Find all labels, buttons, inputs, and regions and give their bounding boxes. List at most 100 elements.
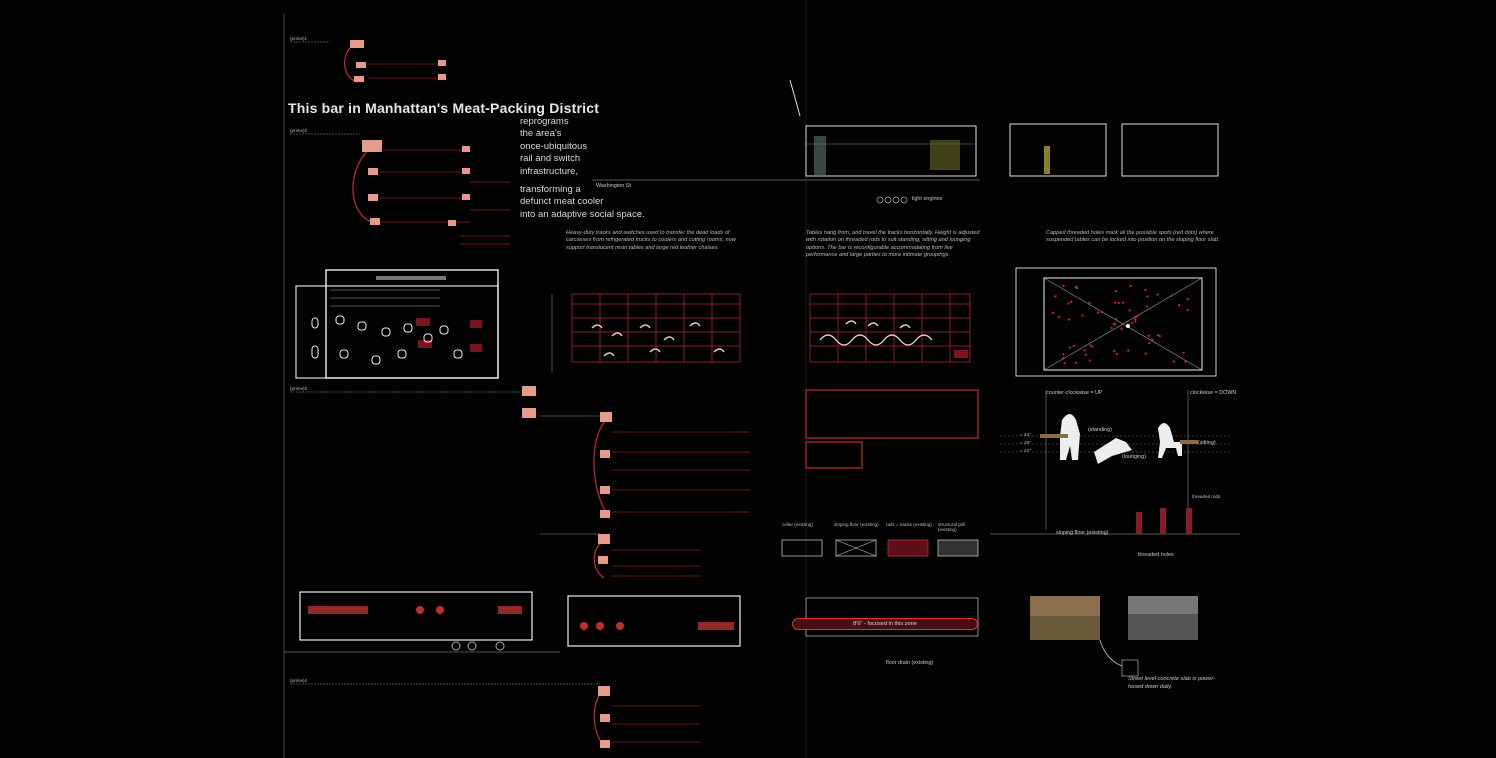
red-dot <box>1136 315 1139 318</box>
red-dot <box>1088 359 1091 362</box>
prime-label: (prime)4 <box>290 678 308 683</box>
red-dot <box>1144 289 1147 292</box>
intro-line: reprograms <box>520 116 569 127</box>
height-28-label: = 28" <box>1020 440 1031 445</box>
prime-label: (prime)2 <box>290 128 308 133</box>
red-dot <box>1089 344 1092 347</box>
red-dot <box>1075 361 1078 364</box>
cooler-section <box>284 591 979 653</box>
intro-line: the area's <box>520 128 562 140</box>
red-dot <box>1134 315 1137 318</box>
red-dot <box>1068 318 1071 321</box>
red-dot <box>1054 295 1057 298</box>
red-dot <box>1148 341 1151 345</box>
red-dot <box>1130 321 1133 325</box>
prime-label: (prime)1 <box>290 36 308 41</box>
cellar-label: cellar (existing) <box>782 522 813 527</box>
red-dot <box>1057 315 1060 319</box>
red-dot <box>1070 300 1073 303</box>
red-dot <box>1091 345 1094 348</box>
prime-label: (prime)3 <box>290 386 308 391</box>
counter-clockwise-label: counter-clockwise = UP <box>1046 390 1103 396</box>
red-dot <box>1117 301 1120 304</box>
intro-line: into an adaptive social space. <box>520 208 645 220</box>
sloping-floor-existing-label: sloping floor (existing) <box>1056 530 1109 536</box>
lounging-label: (lounging) <box>1122 454 1146 460</box>
red-dot <box>1062 353 1065 356</box>
zone-pill: 8'6" - focused in this zone <box>792 618 978 630</box>
height-44-label: = 44" <box>1020 432 1031 437</box>
threaded-rods-label: threaded rods <box>1192 494 1221 499</box>
red-dot <box>1110 326 1113 330</box>
red-dot <box>1062 284 1065 287</box>
process-tree-4 <box>290 683 700 748</box>
red-dot <box>1114 290 1118 293</box>
intro-line: transforming a <box>520 184 581 196</box>
red-dot <box>1067 302 1070 305</box>
red-dot <box>1121 301 1124 304</box>
red-dot <box>1128 309 1131 312</box>
red-dot <box>1100 310 1103 314</box>
height-section <box>990 390 1240 535</box>
red-dot <box>1120 327 1123 330</box>
red-dot <box>1184 360 1187 363</box>
red-dot <box>1096 311 1100 314</box>
red-dot <box>1147 334 1150 337</box>
red-dot <box>1186 298 1189 301</box>
red-dot <box>1151 338 1154 341</box>
red-dot <box>1170 294 1173 297</box>
floor-drain-label: floor drain (existing) <box>886 660 934 666</box>
rails-tracks-label: rails = tracks (existing) <box>886 522 932 527</box>
intro-line: rail and switch <box>520 153 581 165</box>
intro-text: reprograms the area's once-ubiquitous ra… <box>520 116 650 221</box>
process-tree-2 <box>290 133 510 245</box>
red-dot <box>1113 322 1116 325</box>
light-engines-label: light engines <box>912 196 943 202</box>
intro-line: infrastructure, <box>520 165 579 177</box>
red-dot <box>1178 304 1181 307</box>
red-dot <box>1127 349 1130 352</box>
red-dot <box>1134 320 1137 323</box>
slab-caption: Street level concrete slab is power-hose… <box>1128 676 1215 690</box>
red-dot <box>1186 308 1189 312</box>
table-outline <box>805 389 979 469</box>
red-dot <box>1114 318 1118 321</box>
red-dot <box>1074 285 1078 289</box>
red-dot <box>1051 311 1055 314</box>
red-dot <box>1063 362 1066 365</box>
floor-plan <box>295 269 499 379</box>
clockwise-label: clockwise = DOWN <box>1190 390 1237 396</box>
red-dot <box>1062 357 1065 360</box>
track-grid-2 <box>809 293 971 363</box>
red-dot-plan <box>1015 267 1217 377</box>
red-dot <box>1158 335 1161 338</box>
caption-middle: Tables hang from, and travel the tracks … <box>806 230 980 259</box>
sitting-label: (sitting) <box>1198 440 1216 446</box>
intro-line: defunct meat cooler <box>520 196 604 208</box>
sloping-floor-label: sloping floor (existing) <box>834 522 879 527</box>
red-dot <box>1144 352 1147 355</box>
red-dot <box>1088 301 1091 304</box>
red-dot <box>1114 301 1117 304</box>
track-grid-1 <box>551 293 741 372</box>
existing-tiles <box>781 539 979 557</box>
red-dot <box>1113 350 1116 353</box>
process-tree-3 <box>290 386 750 579</box>
street-label: Washington St <box>596 183 631 189</box>
red-dot <box>1081 314 1084 317</box>
red-dot <box>1084 353 1087 356</box>
red-dot <box>1182 351 1185 354</box>
standing-label: (standing) <box>1088 427 1112 433</box>
red-dot <box>1129 284 1132 287</box>
section-elevation <box>592 79 1219 204</box>
red-dot <box>1072 344 1075 347</box>
red-dot <box>1068 346 1071 349</box>
red-dot <box>1134 318 1137 321</box>
structural-grill-label: structural grill (existing) <box>938 522 966 532</box>
page-title: This bar in Manhattan's Meat-Packing Dis… <box>288 100 600 116</box>
process-tree-top <box>290 40 446 83</box>
red-dot <box>1156 293 1159 296</box>
red-dot <box>1146 305 1149 308</box>
red-dot <box>1157 334 1160 337</box>
